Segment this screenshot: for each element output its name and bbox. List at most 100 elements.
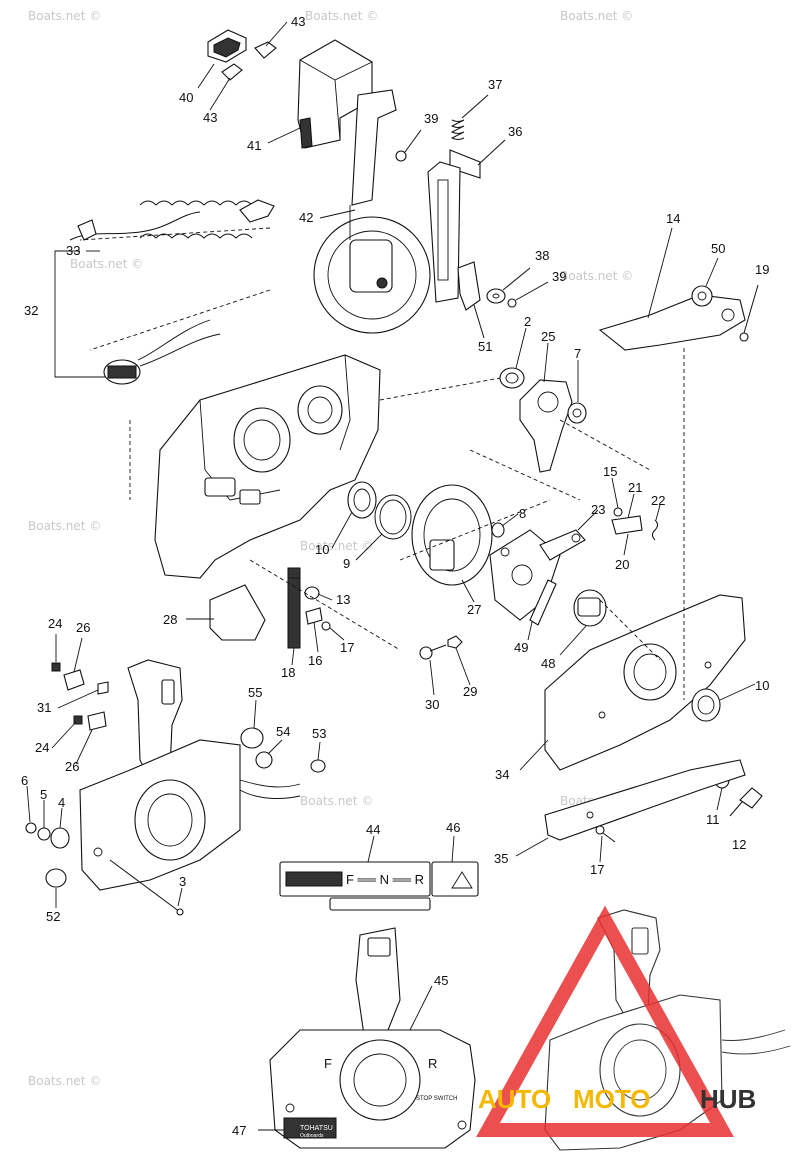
stop-switch-text: STOP SWITCH [416, 1096, 457, 1102]
part-label: 27 [467, 602, 481, 617]
brand-sub-text: Outboards [300, 1133, 324, 1139]
part-17-screw-b [595, 825, 616, 843]
part-3-bolt [109, 859, 184, 916]
part-label: 34 [495, 767, 509, 782]
part-label: 45 [434, 973, 448, 988]
part-label: 50 [711, 241, 725, 256]
part-label: 37 [488, 77, 502, 92]
assembly-guides [129, 348, 685, 700]
part-label: 22 [651, 493, 665, 508]
part-16-clip [305, 607, 323, 625]
part-label: 48 [541, 656, 555, 671]
watermark: Boats.net © [305, 9, 378, 23]
part-40-clip [207, 29, 277, 81]
part-label: 20 [615, 557, 629, 572]
part-19-screw [739, 284, 759, 342]
part-label: 43 [203, 110, 217, 125]
part-12-bolt [729, 787, 763, 817]
part-label: 16 [308, 653, 322, 668]
part-label: 36 [508, 124, 522, 139]
part-33-lanyard [69, 199, 275, 241]
part-15-pin [613, 507, 623, 517]
part-4-spacer [50, 827, 70, 849]
part-32-stop-switch [103, 319, 221, 385]
decal-reverse-mark: R [428, 1056, 437, 1071]
part-label: 6 [21, 773, 28, 788]
part-28-bracket [209, 584, 266, 641]
remote-assembly-left [79, 659, 301, 891]
part-label: 31 [37, 700, 51, 715]
part-label: 8 [519, 506, 526, 521]
part-17-screw-a [321, 621, 331, 631]
part-label: 32 [24, 303, 38, 318]
part-label: 4 [58, 795, 65, 810]
part-label: 3 [179, 874, 186, 889]
part-label: 14 [666, 211, 680, 226]
part-24-nut-b [73, 715, 83, 725]
part-25-cam [519, 379, 573, 473]
part-2-bushing [499, 367, 525, 389]
part-label: 23 [591, 502, 605, 517]
part-42-lever-arm [313, 89, 431, 334]
part-label: 30 [425, 697, 439, 712]
part-label: 28 [163, 612, 177, 627]
part-label: 38 [535, 248, 549, 263]
part-29-nut [447, 635, 463, 649]
part-38-washer [486, 267, 531, 304]
part-label: 24 [35, 740, 49, 755]
part-label: 9 [343, 556, 350, 571]
part-label: 10 [315, 542, 329, 557]
part-34-side-cover [544, 594, 746, 771]
part-14-throttle-arm [598, 294, 746, 351]
part-label: 55 [248, 685, 262, 700]
watermark: Boats.net © [560, 269, 633, 283]
part-5-washer [37, 827, 51, 841]
part-36-stopper [449, 139, 506, 179]
part-55-plug [240, 727, 264, 749]
part-48-switch [573, 589, 607, 627]
part-label: 7 [574, 346, 581, 361]
part-label: 10 [755, 678, 769, 693]
watermark: Boats.net © [560, 9, 633, 23]
part-35-plate [544, 759, 746, 841]
part-label: 46 [446, 820, 460, 835]
part-label: 2 [524, 314, 531, 329]
part-label: 39 [424, 111, 438, 126]
logo-text-hub: HUB [700, 1084, 756, 1114]
part-label: 51 [478, 339, 492, 354]
part-22-spring [652, 519, 658, 541]
part-52-cap [45, 868, 67, 888]
part-label: 12 [732, 837, 746, 852]
part-49-lever [529, 579, 557, 626]
part-50-washer [691, 285, 713, 307]
part-27-drum [411, 484, 493, 586]
part-label: 5 [40, 787, 47, 802]
part-label: 18 [281, 665, 295, 680]
part-label: 19 [755, 262, 769, 277]
part-53-nut [310, 759, 326, 773]
decal-scale-text: F ══ N ══ R [346, 872, 424, 887]
decal-base [329, 897, 431, 911]
part-26-cap-b [87, 711, 107, 731]
part-label: 43 [291, 14, 305, 29]
part-label: 54 [276, 724, 290, 739]
part-30-bolt [419, 644, 447, 660]
part-label: 21 [628, 480, 642, 495]
part-7-washer [567, 402, 587, 424]
part-label: 26 [65, 759, 79, 774]
part-label: 52 [46, 909, 60, 924]
lock-plate [427, 161, 461, 303]
part-label: 11 [706, 812, 720, 827]
part-10-seal [347, 481, 377, 519]
part-label: 47 [232, 1123, 246, 1138]
automotohub-logo: AUTO MOTO HUB [476, 905, 756, 1137]
leader-dash [89, 289, 271, 351]
part-label: 49 [514, 640, 528, 655]
part-label: 17 [590, 862, 604, 877]
part-label: 24 [48, 616, 62, 631]
part-label: 15 [603, 464, 617, 479]
part-45-remote-assembly: F R STOP SWITCH TOHATSU Outboards [269, 927, 476, 1149]
part-label: 35 [494, 851, 508, 866]
part-8-spacer [491, 522, 505, 538]
